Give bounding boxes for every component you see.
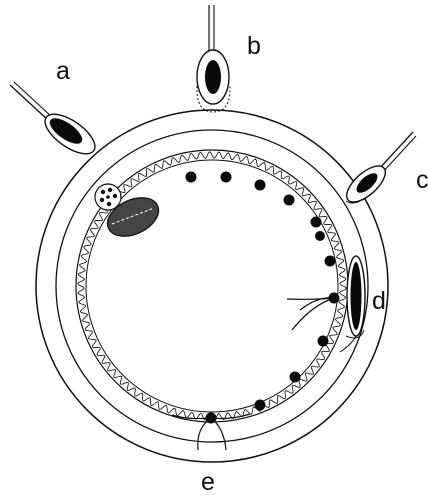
label-a: a	[56, 57, 70, 85]
sperm-a-tail	[10, 85, 48, 120]
sperm-d	[340, 256, 365, 352]
sperm-b	[197, 5, 230, 112]
zona-outer-boundary	[36, 110, 388, 462]
label-e: e	[201, 468, 215, 496]
granule-exocytosis-d	[287, 298, 334, 330]
cortical-granule	[221, 172, 232, 183]
sperm-c-tail	[378, 132, 413, 170]
zona-inner-boundary	[56, 130, 368, 442]
cortical-granule	[284, 195, 295, 206]
cortical-granule	[325, 256, 336, 267]
label-c: c	[416, 166, 428, 194]
label-b: b	[247, 32, 261, 60]
sperm-b-nucleus	[205, 60, 221, 94]
cortical-granule	[290, 372, 301, 383]
cortical-granule	[315, 231, 325, 241]
sperm-c	[341, 132, 416, 208]
sperm-d-nucleus	[351, 262, 362, 330]
sperm-a	[10, 82, 101, 161]
egg-membrane-inner	[86, 160, 338, 412]
cortical-granule	[186, 172, 197, 183]
cortical-granule	[318, 336, 329, 347]
cortical-granule	[311, 217, 322, 228]
label-d: d	[372, 287, 386, 315]
incorporated-sperm	[95, 184, 165, 244]
cortical-granule	[255, 400, 266, 411]
cortical-granule	[255, 180, 266, 191]
